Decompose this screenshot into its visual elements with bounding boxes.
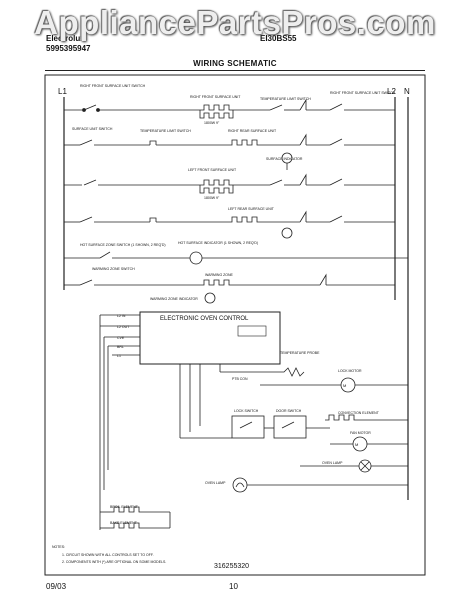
rf-unit-label: RIGHT FRONT SURFACE UNIT [190,95,241,99]
surface-switch-label: SURFACE UNIT SWITCH [72,127,113,131]
row-left-front: LEFT FRONT SURFACE UNIT 1800W 9" [64,168,395,200]
diagram-frame [44,74,426,576]
rf-watts-label: 1800W 9" [204,121,220,125]
surface-indicator-label: SURFACE INDICATOR [266,157,303,161]
lock-switch-label: LOCK SWITCH [234,409,259,413]
row-right-rear: SURFACE UNIT SWITCH TEMPERATURE LIMIT SW… [64,127,395,170]
rail-label-l2: L2 [387,87,396,96]
row-hot-surface: HOT SURFACE ZONE SWITCH (1 SHOWN, 2 REQ'… [64,241,408,265]
fan-motor-label: FAN MOTOR [350,431,371,435]
hot-indicator-label: HOT SURFACE INDICATOR (1 SHOWN, 2 REQ'D) [178,241,258,245]
rf-switch-label: RIGHT FRONT SURFACE UNIT SWITCH [80,84,146,88]
rail-label-l1: L1 [58,87,67,96]
oven-lamp-label: OVEN LAMP [322,461,343,465]
bake-broil-group: BROIL ELEMENT BAKE ELEMENT [100,505,171,529]
hot-zone-switch-label: HOT SURFACE ZONE SWITCH (1 SHOWN, 2 REQ'… [80,243,166,247]
temp-limit-label-2: TEMPERATURE LIMIT SWITCH [140,129,191,133]
title-rule [45,70,425,71]
watermark-logo: AppliancePartsPros.com [34,4,436,41]
pin-l1: L1 [117,354,121,358]
convection-group: CONVECTION ELEMENT FAN MOTOR M [325,411,408,452]
brand-label: Electrolux [46,34,85,43]
page-title: WIRING SCHEMATIC [193,59,277,68]
svg-text:M: M [343,383,346,388]
warming-zone-label: WARMING ZONE [205,273,234,277]
rail-label-n: N [404,87,410,96]
door-switch-label: DOOR SWITCH [276,409,302,413]
switch-cluster: LOCK SWITCH DOOR SWITCH [179,364,330,439]
oven-control-block: ELECTRONIC OVEN CONTROL L2 IN L2 OUT CVE… [99,311,281,530]
ptb-con-label: PTB CON [232,377,248,381]
conv-element-label: CONVECTION ELEMENT [338,411,380,415]
warming-switch-label: WARMING ZONE SWITCH [92,267,135,271]
pin-l2-out: L2 OUT [117,325,130,329]
pin-l2-in: L2 IN [117,314,126,318]
warming-indicator-label: WARMING ZONE INDICATOR [150,297,198,301]
oven-lamp-label-2: OVEN LAMP [205,481,226,485]
footer-date: 09/03 [46,582,67,591]
row-warming-zone: WARMING ZONE SWITCH WARMING ZONE WARMING… [64,267,395,304]
lr-unit-label: LEFT REAR SURFACE UNIT [228,207,275,211]
temp-probe-label: TEMPERATURE PROBE [280,351,320,355]
notes-block: NOTES: 1. CIRCUIT SHOWN WITH ALL CONTROL… [52,545,249,570]
rr-unit-label: RIGHT REAR SURFACE UNIT [228,129,277,133]
pin-cve: CVE [117,336,125,340]
row-left-rear: LEFT REAR SURFACE UNIT [64,207,395,239]
note-2: 2. COMPONENTS WITH (*) ARE OPTIONAL ON S… [62,560,166,564]
notes-heading: NOTES: [52,545,65,549]
temp-limit-label: TEMPERATURE LIMIT SWITCH [260,97,311,101]
row-right-front: RIGHT FRONT SURFACE UNIT SWITCH RIGHT FR… [64,84,396,125]
lock-motor-label: LOCK MOTOR [338,369,362,373]
lf-watts-label: 1800W 9" [204,196,220,200]
part-number: 316255320 [214,563,249,570]
probe-and-lock: TEMPERATURE PROBE PTB CON M LOCK MOTOR [219,351,408,393]
publication-number: 5995395947 [46,44,91,53]
footer-page: 10 [229,582,238,591]
rf-unit-switch-label: RIGHT FRONT SURFACE UNIT SWITCH [330,91,396,95]
svg-text:M: M [355,442,358,447]
pin-brl: BRL [117,345,124,349]
note-1: 1. CIRCUIT SHOWN WITH ALL CONTROLS SET T… [62,553,154,557]
eoc-label: ELECTRONIC OVEN CONTROL [160,316,249,322]
lf-unit-label: LEFT FRONT SURFACE UNIT [188,168,237,172]
model-number: EI30BS55 [260,34,297,43]
lamp-group: OVEN LAMP OVEN LAMP [205,459,408,493]
